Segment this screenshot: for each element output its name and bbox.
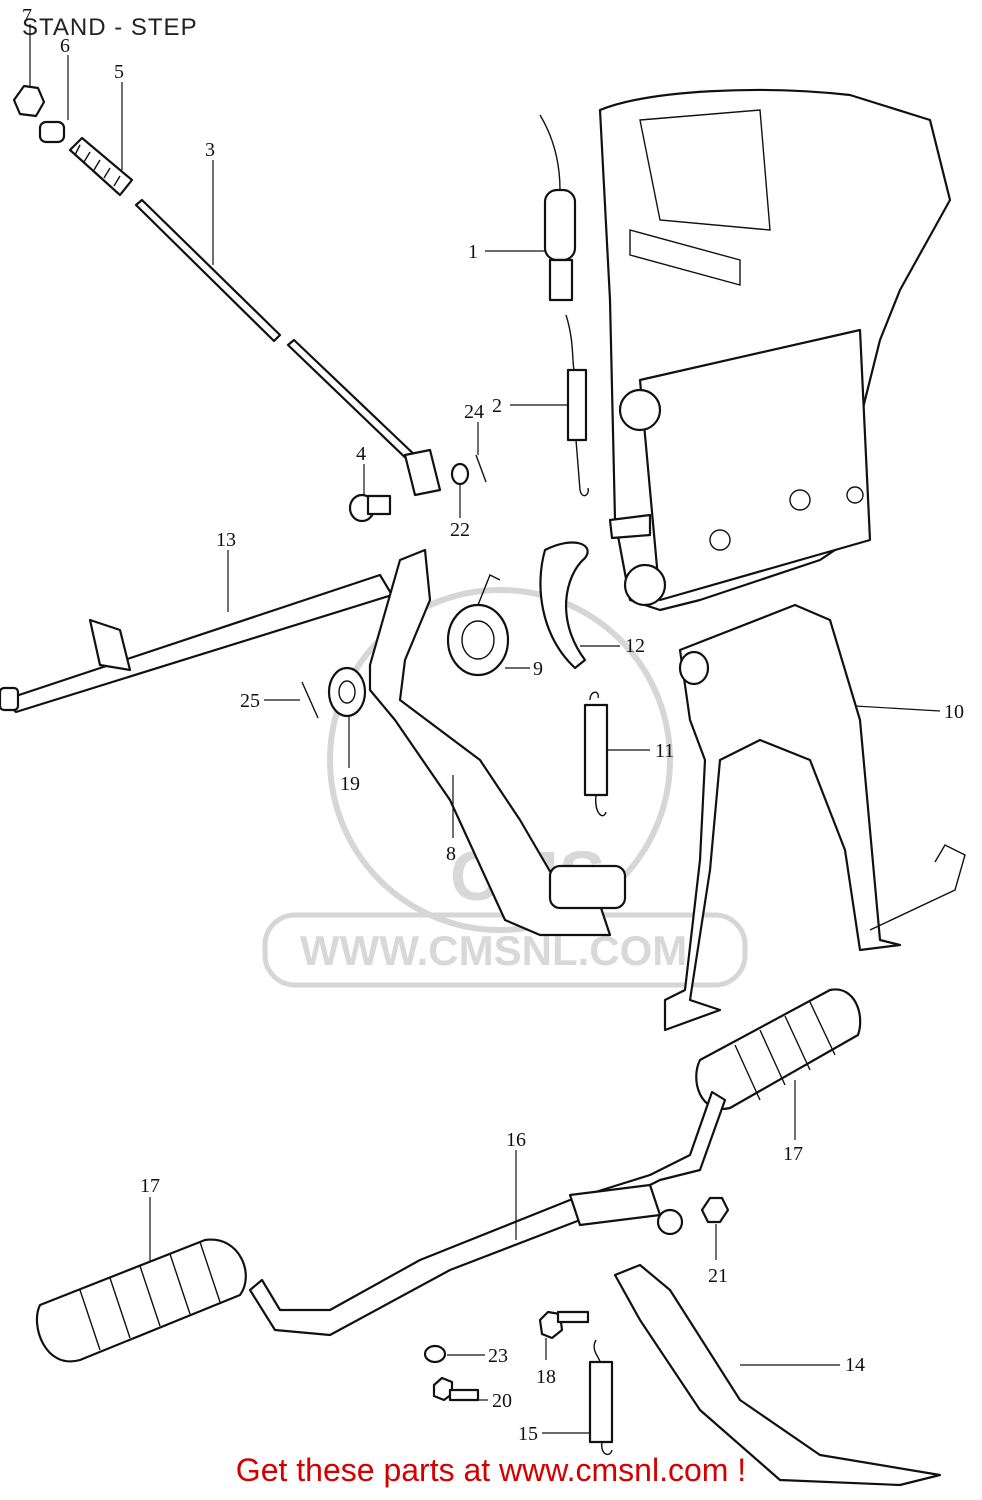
part-4-pin — [348, 493, 392, 523]
part-3-rod — [134, 198, 442, 497]
callout-20: 20 — [492, 1390, 512, 1412]
callout-23: 23 — [488, 1345, 508, 1367]
callout-12: 12 — [625, 635, 645, 657]
part-22-washer — [450, 462, 470, 486]
callout-21: 21 — [708, 1265, 728, 1287]
callout-16: 16 — [506, 1129, 526, 1151]
part-8-brake-pedal — [368, 548, 627, 937]
callout-5: 5 — [114, 61, 124, 83]
part-18-bolt — [538, 1310, 590, 1340]
callout-18: 18 — [536, 1366, 556, 1388]
callout-22: 22 — [450, 519, 470, 541]
frame-section — [598, 88, 952, 612]
part-17-footpeg-rubber-left — [35, 1238, 247, 1363]
part-15-spring — [588, 1339, 614, 1456]
callout-25: 25 — [240, 690, 260, 712]
part-14-side-stand — [613, 1263, 942, 1487]
part-16-step-bar — [248, 1090, 727, 1337]
part-19-washer — [327, 666, 367, 718]
part-6-collar — [38, 120, 66, 144]
callout-8: 8 — [446, 843, 456, 865]
part-2-spring — [565, 314, 590, 497]
diagram-title: STAND - STEP — [22, 14, 198, 41]
part-24-cotter-pin — [475, 454, 487, 483]
callout-labels: 7 6 5 3 1 2 24 4 22 13 12 9 25 19 11 10 … — [22, 5, 964, 1445]
callout-7: 7 — [22, 5, 32, 27]
callout-3: 3 — [205, 139, 215, 161]
callout-14: 14 — [845, 1354, 865, 1376]
footer-link-text[interactable]: Get these parts at www.cmsnl.com ! — [235, 1452, 747, 1488]
part-20-bolt — [432, 1376, 480, 1402]
part-23-washer — [423, 1344, 447, 1364]
callout-19: 19 — [340, 773, 360, 795]
callout-1: 1 — [468, 241, 478, 263]
callout-4: 4 — [356, 443, 366, 465]
part-11-spring — [583, 691, 609, 817]
part-7-nut — [12, 84, 46, 118]
callout-6: 6 — [60, 35, 70, 57]
part-10-main-stand — [663, 603, 966, 1032]
part-21-nut — [700, 1196, 730, 1224]
callout-17-left: 17 — [140, 1175, 160, 1197]
callout-15: 15 — [518, 1423, 538, 1445]
part-9-spring — [446, 574, 510, 677]
callout-11: 11 — [655, 740, 674, 762]
part-5-spring — [68, 136, 134, 197]
callout-10: 10 — [944, 701, 964, 723]
callout-13: 13 — [216, 529, 236, 551]
part-12-stopper — [539, 541, 589, 670]
callout-2: 2 — [492, 395, 502, 417]
part-17-footpeg-rubber-right — [695, 988, 862, 1110]
callout-9: 9 — [533, 658, 543, 680]
part-1-switch — [539, 114, 577, 302]
watermark-url-text: WWW.CMSNL.COM — [300, 927, 687, 974]
part-25-cotter-pin — [301, 681, 319, 719]
callout-24: 24 — [464, 401, 484, 423]
callout-17-right: 17 — [783, 1143, 803, 1165]
